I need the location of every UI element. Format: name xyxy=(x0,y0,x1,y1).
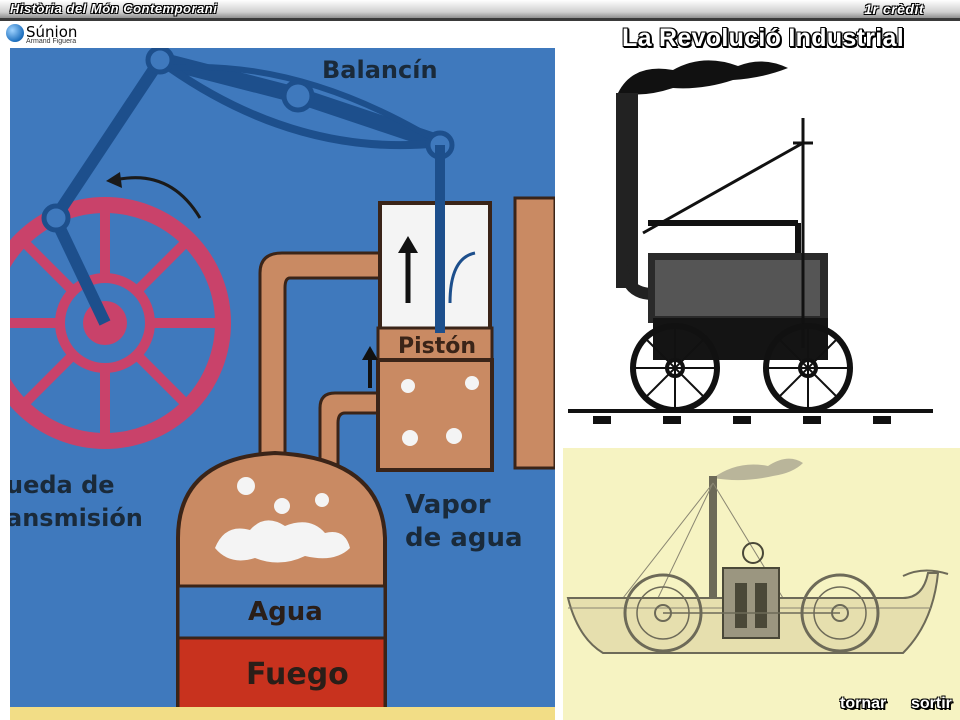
label-steam-line2: de agua xyxy=(405,523,523,553)
top-bar: Història del Món Contemporani 1r crèdit xyxy=(0,0,960,21)
steamboat-illustration xyxy=(563,448,960,720)
label-piston: Pistón xyxy=(398,334,476,359)
logo-name: Súnion xyxy=(26,23,78,41)
label-water: Agua xyxy=(248,597,323,627)
locomotive-illustration xyxy=(563,48,960,448)
label-beam: Balancín xyxy=(322,56,438,84)
label-steam-line1: Vapor xyxy=(405,490,491,520)
bottom-strip xyxy=(10,707,555,720)
label-wheel-line2: ansmisión xyxy=(10,504,143,532)
page-title: La Revolució Industrial xyxy=(622,24,904,52)
steam-engine-diagram: Pistón Agua Fuego Balancín ueda de ansmi… xyxy=(10,48,555,710)
label-wheel-line1: ueda de xyxy=(10,471,115,499)
back-button[interactable]: tornar xyxy=(840,695,887,712)
credit-label: 1r crèdit xyxy=(864,1,924,17)
logo-author: Armand Figuera xyxy=(26,38,77,45)
top-bar-divider xyxy=(0,18,960,21)
sunion-logo: Súnion Armand Figuera xyxy=(6,22,106,46)
course-title: Història del Món Contemporani xyxy=(10,1,218,16)
exit-button[interactable]: sortir xyxy=(911,695,952,712)
label-fire: Fuego xyxy=(246,657,349,692)
globe-icon xyxy=(6,24,24,42)
